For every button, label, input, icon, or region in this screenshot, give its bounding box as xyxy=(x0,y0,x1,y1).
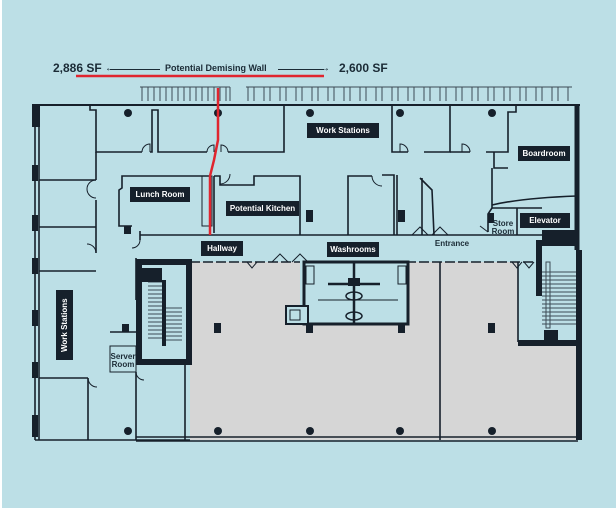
left-area-sf: 2,886 SF xyxy=(53,61,102,75)
columns xyxy=(32,105,496,437)
label-entrance: Entrance xyxy=(434,239,470,248)
demising-wall-line xyxy=(208,88,220,235)
right-arrow-icon: → xyxy=(320,63,330,74)
demising-wall-label: Potential Demising Wall xyxy=(165,63,267,73)
room-label-lunch-room: Lunch Room xyxy=(130,187,190,202)
door-swings xyxy=(86,143,535,388)
room-label-hallway: Hallway xyxy=(201,241,243,256)
room-label-washrooms: Washrooms xyxy=(327,242,379,257)
right-area-sf: 2,600 SF xyxy=(339,61,388,75)
room-label-work-stations-top: Work Stations xyxy=(307,123,379,138)
left-arrow-icon: ← xyxy=(105,64,115,74)
window-mullions xyxy=(140,86,572,101)
right-stair-core xyxy=(518,230,582,440)
room-label-server-room: Server Room xyxy=(110,352,136,369)
room-label-work-stations-left: Work Stations xyxy=(56,290,73,360)
left-arrow-line xyxy=(110,69,160,70)
room-label-store-room: Store Room xyxy=(491,219,515,236)
right-arrow-line xyxy=(278,69,324,70)
room-label-potential-kitchen: Potential Kitchen xyxy=(226,201,299,216)
room-label-elevator: Elevator xyxy=(520,213,570,228)
walls xyxy=(32,104,582,442)
room-label-boardroom: Boardroom xyxy=(518,146,570,161)
washroom-block xyxy=(285,260,410,326)
shell-space xyxy=(190,262,576,440)
